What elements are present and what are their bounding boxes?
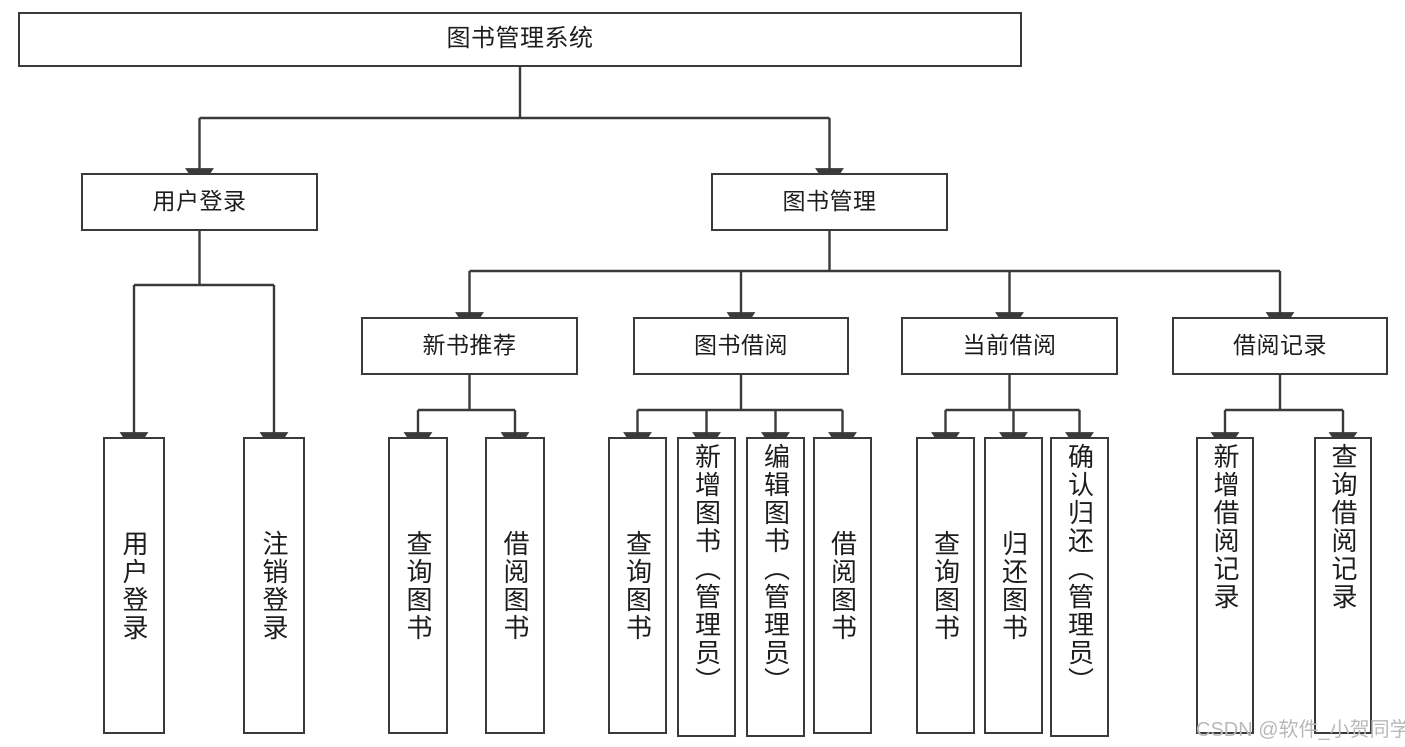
- node-label: 归还图书: [998, 529, 1029, 642]
- node-label: 查询图书: [403, 529, 433, 642]
- csdn-watermark: CSDN @软件_小贺同学: [1196, 719, 1405, 741]
- node-label: 借阅图书: [500, 529, 530, 642]
- node-label: 编辑图书（管理员）: [760, 443, 791, 695]
- node-label: 图书借阅: [694, 332, 788, 359]
- node-label: 借阅图书: [827, 529, 858, 642]
- node-label: 查询图书: [622, 529, 653, 642]
- node-leaf-add-borrow-record[interactable]: 新增借阅记录: [1196, 437, 1254, 734]
- node-user-login[interactable]: 用户登录: [81, 173, 318, 231]
- node-leaf-add-book-admin[interactable]: 新增图书（管理员）: [677, 437, 736, 737]
- node-label: 新增借阅记录: [1210, 443, 1240, 611]
- node-borrow-record[interactable]: 借阅记录: [1172, 317, 1388, 375]
- node-label: 查询图书: [930, 529, 961, 642]
- node-leaf-borrow-book-rec[interactable]: 借阅图书: [485, 437, 545, 734]
- node-leaf-query-book[interactable]: 查询图书: [608, 437, 667, 734]
- node-new-book-rec[interactable]: 新书推荐: [361, 317, 578, 375]
- node-leaf-query-book-cur[interactable]: 查询图书: [916, 437, 975, 734]
- node-label: 当前借阅: [962, 332, 1057, 359]
- node-label: 新增图书（管理员）: [691, 443, 722, 695]
- node-leaf-query-book-rec[interactable]: 查询图书: [388, 437, 448, 734]
- node-label: 新书推荐: [422, 332, 517, 359]
- node-leaf-query-borrow-record[interactable]: 查询借阅记录: [1314, 437, 1372, 734]
- node-current-borrow[interactable]: 当前借阅: [901, 317, 1118, 375]
- node-book-manage[interactable]: 图书管理: [711, 173, 948, 231]
- node-leaf-confirm-return[interactable]: 确认归还（管理员）: [1050, 437, 1109, 737]
- node-label: 图书管理系统: [446, 25, 594, 53]
- node-leaf-borrow-book[interactable]: 借阅图书: [813, 437, 872, 734]
- node-leaf-user-logout[interactable]: 注销登录: [243, 437, 305, 734]
- node-label: 图书管理: [782, 188, 877, 215]
- node-leaf-edit-book-admin[interactable]: 编辑图书（管理员）: [746, 437, 805, 737]
- node-leaf-user-login[interactable]: 用户登录: [103, 437, 165, 734]
- node-label: 借阅记录: [1233, 332, 1327, 359]
- node-label: 注销登录: [259, 529, 289, 642]
- node-leaf-return-book[interactable]: 归还图书: [984, 437, 1043, 734]
- node-label: 用户登录: [152, 188, 247, 215]
- node-label: 确认归还（管理员）: [1064, 443, 1095, 695]
- node-label: 用户登录: [119, 529, 149, 642]
- node-root[interactable]: 图书管理系统: [18, 12, 1022, 67]
- node-label: 查询借阅记录: [1328, 443, 1358, 611]
- node-book-borrow[interactable]: 图书借阅: [633, 317, 849, 375]
